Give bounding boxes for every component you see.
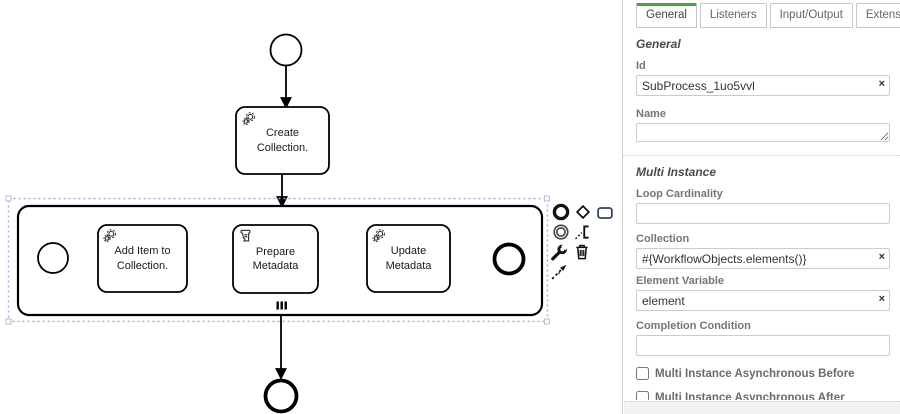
task-update-metadata[interactable] [366, 224, 451, 293]
append-end-event-icon[interactable] [551, 202, 571, 222]
tab-extensions[interactable]: Extensions [855, 3, 900, 28]
panel-content: General Id × Name Multi Instance Loop Ca… [623, 28, 900, 400]
task-create-collection[interactable] [235, 106, 330, 175]
element-variable-label: Element Variable [636, 275, 725, 287]
panel-footer [624, 401, 900, 414]
selection-handle[interactable] [5, 195, 12, 202]
general-section-heading: General [636, 37, 681, 51]
bpmn-canvas[interactable]: Create Collection. Add Item to Collectio… [0, 0, 622, 414]
parallel-multi-instance-marker [276, 301, 287, 310]
task-prepare-metadata[interactable] [232, 224, 319, 294]
multi-instance-section-heading: Multi Instance [636, 165, 717, 179]
clear-collection-icon[interactable]: × [878, 251, 885, 263]
delete-trash-icon[interactable] [572, 242, 592, 262]
tab-general[interactable]: General [636, 3, 697, 28]
element-variable-input[interactable] [636, 290, 890, 311]
tab-input-output[interactable]: Input/Output [769, 3, 853, 28]
completion-condition-input[interactable] [636, 335, 890, 356]
inner-start-event[interactable] [37, 242, 69, 274]
name-input[interactable] [636, 123, 890, 142]
append-gateway-icon[interactable] [573, 202, 593, 222]
loop-cardinality-input[interactable] [636, 203, 890, 224]
selection-handle[interactable] [544, 195, 550, 202]
inner-end-event[interactable] [492, 242, 526, 276]
name-label: Name [636, 108, 666, 120]
async-before-checkbox[interactable] [636, 367, 649, 380]
loop-cardinality-label: Loop Cardinality [636, 188, 723, 200]
selection-handle[interactable] [5, 318, 12, 325]
collection-input[interactable] [636, 248, 890, 269]
async-after-checkbox[interactable] [636, 391, 649, 400]
connect-tool-icon[interactable] [549, 262, 569, 282]
async-after-label: Multi Instance Asynchronous After [655, 391, 845, 401]
task-add-item[interactable] [97, 224, 188, 293]
section-divider [623, 155, 900, 156]
selection-outline [5, 195, 550, 325]
id-label: Id [636, 60, 646, 72]
panel-tabs: General Listeners Input/Output Extension… [636, 3, 900, 28]
bpmn-diagram-svg [5, 33, 550, 414]
properties-panel: General Listeners Input/Output Extension… [622, 0, 900, 414]
completion-condition-label: Completion Condition [636, 320, 751, 332]
collection-label: Collection [636, 233, 690, 245]
append-text-annotation-icon[interactable] [573, 222, 593, 242]
append-task-icon[interactable] [595, 203, 615, 223]
change-type-wrench-icon[interactable] [549, 242, 569, 262]
append-intermediate-event-icon[interactable] [551, 222, 571, 242]
start-event[interactable] [269, 33, 303, 67]
end-event[interactable] [263, 378, 299, 414]
clear-id-icon[interactable]: × [878, 78, 885, 90]
clear-element-variable-icon[interactable]: × [878, 293, 885, 305]
selection-handle[interactable] [544, 318, 550, 325]
id-input[interactable] [636, 75, 890, 96]
tab-listeners[interactable]: Listeners [699, 3, 767, 28]
async-before-label: Multi Instance Asynchronous Before [655, 367, 855, 380]
